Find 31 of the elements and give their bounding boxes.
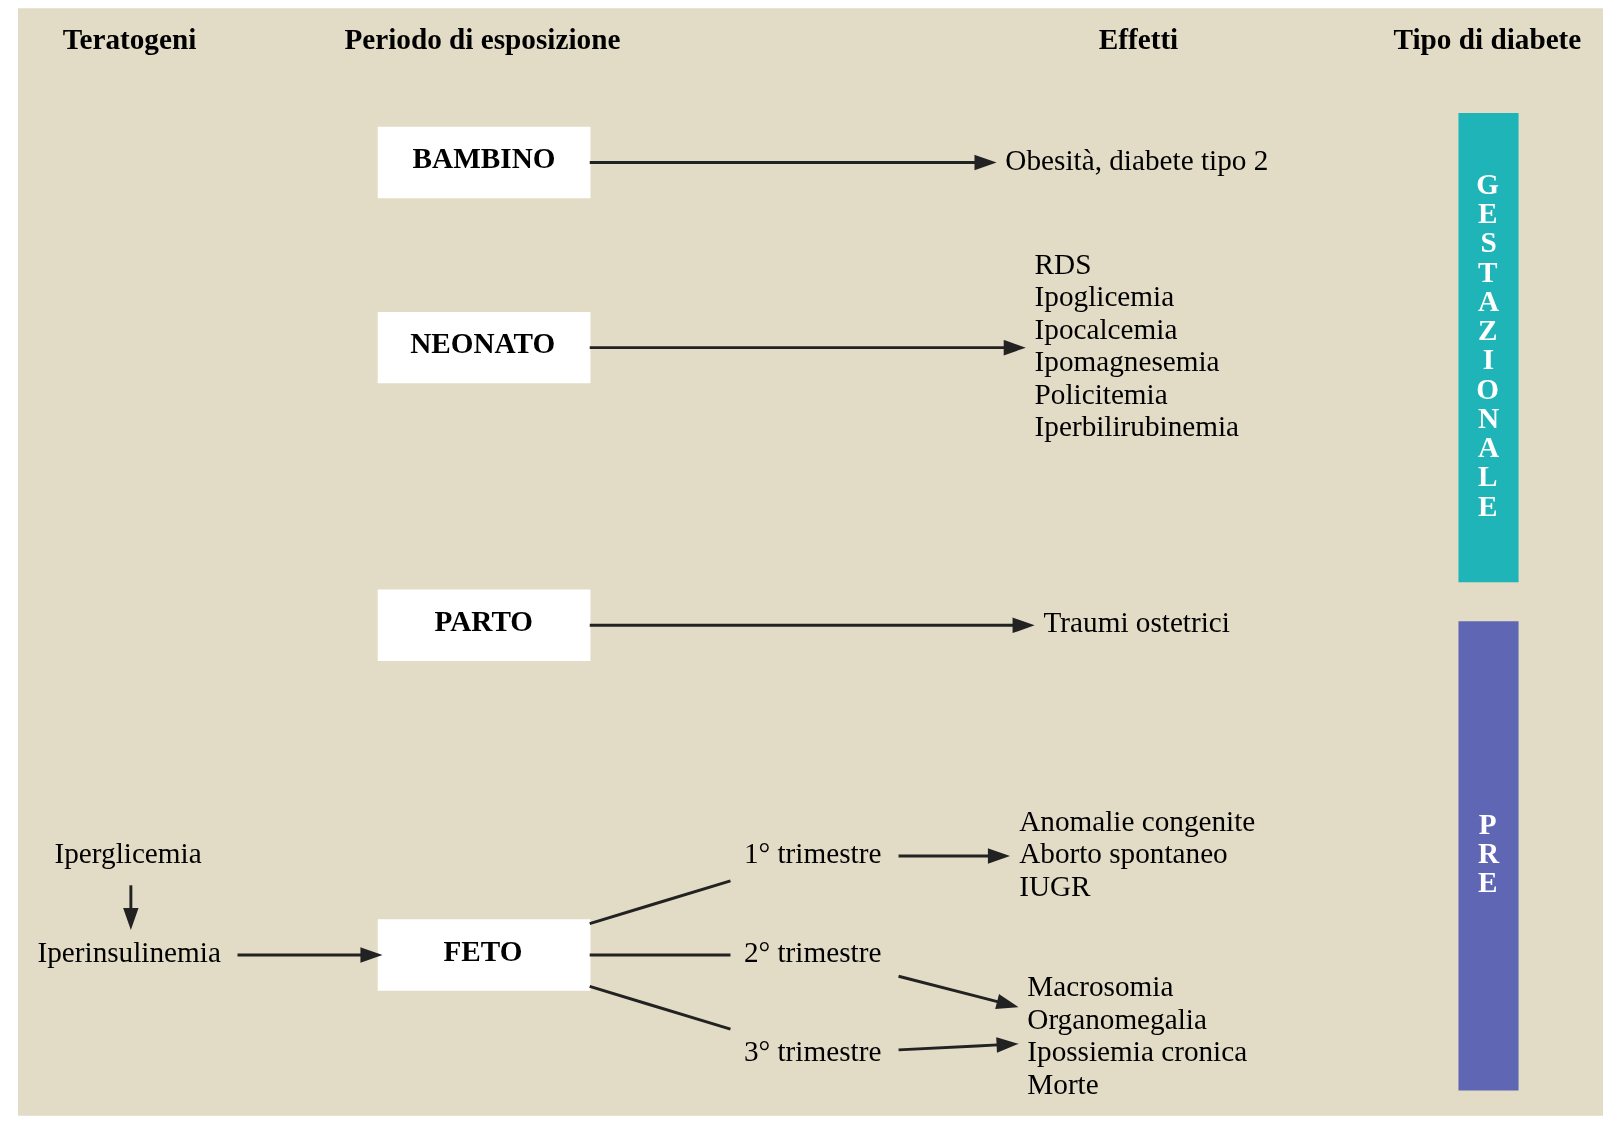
- node-text: Traumi ostetrici: [1043, 606, 1230, 639]
- node-text: 1° trimestre: [743, 837, 882, 870]
- arrow: [589, 339, 1026, 356]
- node-text: Obesità, diabete tipo 2: [1005, 143, 1269, 176]
- node-box: GESTAZIONALE: [1458, 112, 1519, 583]
- connector: [589, 879, 731, 925]
- arrow: [898, 848, 1011, 864]
- node-box: PRE: [1458, 621, 1519, 1091]
- node-text: Iperinsulinemia: [37, 936, 221, 969]
- node-text: Anomalie congenite Aborto spontaneo IUGR: [1019, 804, 1256, 902]
- arrow: [237, 947, 383, 963]
- arrow: [123, 885, 139, 930]
- label: Effetti: [1098, 23, 1179, 56]
- node-text: Iperglicemia: [54, 837, 202, 870]
- node-box: FETO: [377, 919, 591, 991]
- node-text: Macrosomia Organomegalia Ipossiemia cronica Morte: [1027, 970, 1248, 1100]
- node-text: 2° trimestre: [743, 936, 882, 969]
- arrow: [898, 974, 1019, 1010]
- connector: [589, 953, 731, 957]
- node-text: RDS Ipoglicemia Ipocalcemia Ipomagnesemia Policitemia Iperbilirubinemia: [1034, 247, 1240, 442]
- arrow: [898, 1037, 1019, 1053]
- label: Tipo di diabete: [1393, 23, 1582, 56]
- node-box: PARTO: [377, 589, 591, 662]
- node-box: NEONATO: [377, 311, 591, 384]
- node-text: 3° trimestre: [743, 1035, 882, 1068]
- label: Periodo di esposizione: [344, 23, 621, 56]
- node-box: BAMBINO: [377, 126, 591, 199]
- connector: [589, 985, 731, 1031]
- label: Teratogeni: [62, 23, 197, 56]
- arrow: [589, 154, 997, 171]
- arrow: [589, 617, 1035, 634]
